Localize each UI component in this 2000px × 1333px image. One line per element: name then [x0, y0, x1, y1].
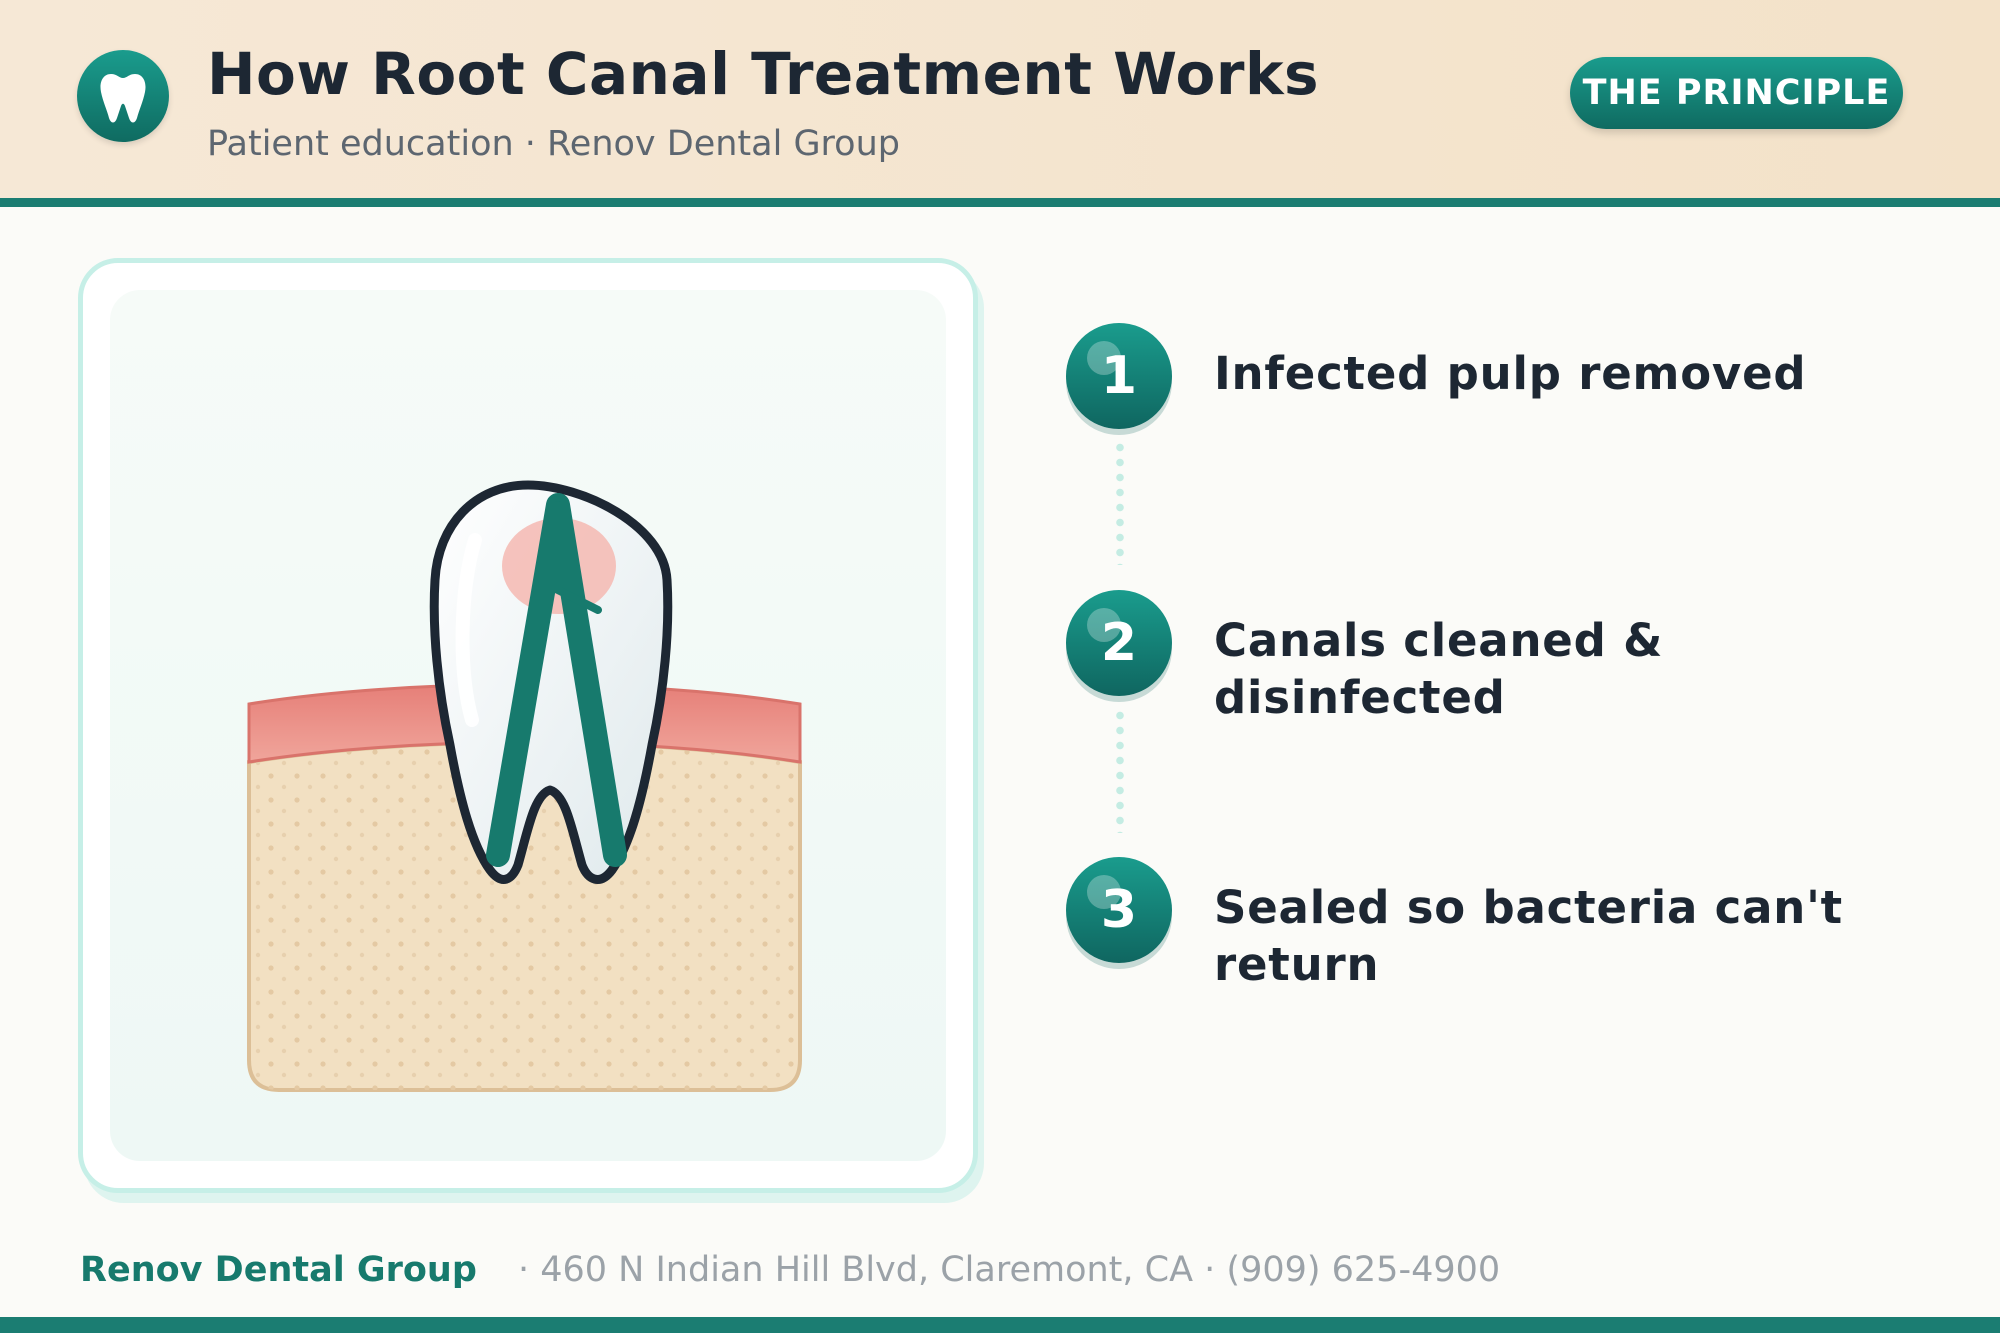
illustration-panel	[110, 290, 946, 1161]
step-connector	[1116, 440, 1124, 565]
footer-divider	[0, 1317, 2000, 1333]
footer-contact-info: · 460 N Indian Hill Blvd, Claremont, CA …	[518, 1250, 1501, 1290]
page-subtitle: Patient education · Renov Dental Group	[207, 124, 900, 164]
principle-badge[interactable]: THE PRINCIPLE	[1570, 57, 1903, 129]
tooth-icon	[100, 74, 146, 123]
illustration-card	[78, 258, 978, 1193]
step-number-badge: 2	[1066, 590, 1172, 696]
footer-brand: Renov Dental Group	[80, 1250, 477, 1290]
page-title: How Root Canal Treatment Works	[207, 40, 1320, 108]
header: How Root Canal Treatment Works Patient e…	[0, 0, 2000, 198]
step-text: Infected pulp removed	[1214, 347, 1807, 400]
step-text: Sealed so bacteria can't return	[1214, 881, 1843, 991]
step-text: Canals cleaned & disinfected	[1214, 614, 1664, 724]
logo	[77, 50, 169, 142]
step-number-badge: 1	[1066, 323, 1172, 429]
tooth-cross-section-icon	[247, 480, 802, 1092]
step-connector	[1116, 708, 1124, 833]
step-number-badge: 3	[1066, 857, 1172, 963]
header-divider	[0, 198, 2000, 207]
